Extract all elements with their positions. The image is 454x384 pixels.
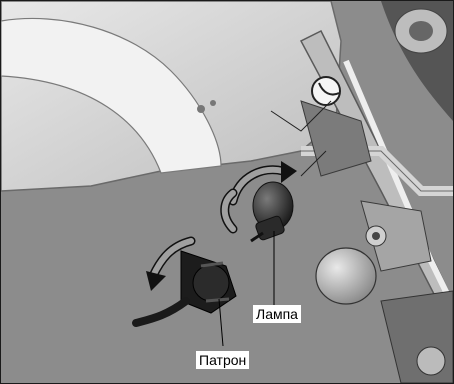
bulb-label: Лампа	[253, 305, 301, 323]
socket-label: Патрон	[196, 351, 249, 369]
socket-hole	[312, 77, 340, 105]
round-housing	[316, 248, 376, 304]
bulb	[251, 182, 293, 241]
